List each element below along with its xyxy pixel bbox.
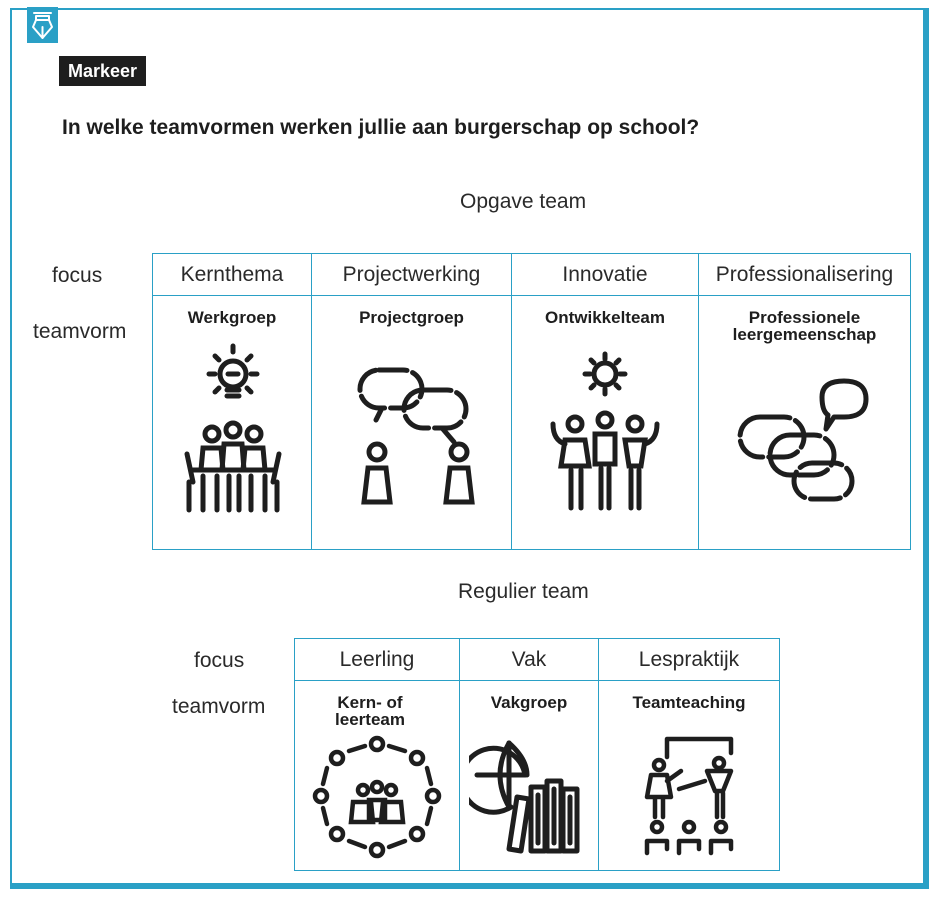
- focus-cell-lespraktijk: Lespraktijk: [598, 638, 780, 681]
- regulier-teamvorm-label: teamvorm: [172, 695, 266, 718]
- speech-bubbles-icon: [737, 378, 868, 502]
- page-frame: [10, 8, 929, 889]
- lightbulb-group-meeting-icon: [184, 343, 282, 513]
- focus-cell-innovatie: Innovatie: [511, 253, 699, 296]
- teamvorm-projectgroep: Projectgroep: [359, 308, 464, 327]
- regulier-team-table: Leerling Vak Lespraktijk Kern- of leerte…: [294, 638, 780, 871]
- teamvorm-cell-ontwikkelteam: Ontwikkelteam: [511, 295, 699, 550]
- globe-books-icon: [469, 740, 580, 854]
- teamvorm-kern-of-leerteam: Kern- of leerteam: [335, 693, 405, 729]
- pen-nib-icon: [32, 12, 53, 39]
- teamvorm-professionele-leergemeenschap: Professionele leergemeenschap: [732, 308, 877, 344]
- pen-badge: [27, 7, 58, 43]
- regulier-focus-label: focus: [194, 649, 245, 672]
- opgave-team-caption: Opgave team: [460, 190, 587, 213]
- presentation-board-icon: [644, 736, 734, 856]
- opgave-teamvorm-label: teamvorm: [33, 320, 127, 343]
- teamvorm-cell-professionele-leergemeenschap: Professionele leergemeenschap: [698, 295, 911, 550]
- teamvorm-cell-teamteaching: Teamteaching: [598, 680, 780, 871]
- teamvorm-cell-vakgroep: Vakgroep: [459, 680, 599, 871]
- question-heading: In welke teamvormen werken jullie aan bu…: [62, 116, 700, 139]
- teamvorm-cell-projectgroep: Projectgroep: [311, 295, 512, 550]
- focus-cell-vak: Vak: [459, 638, 599, 681]
- opgave-team-table: Kernthema Projectwerking Innovatie Profe…: [152, 253, 911, 550]
- teamvorm-werkgroep: Werkgroep: [187, 308, 277, 327]
- focus-cell-projectwerking: Projectwerking: [311, 253, 512, 296]
- regulier-team-caption: Regulier team: [458, 580, 589, 603]
- focus-cell-kernthema: Kernthema: [152, 253, 312, 296]
- teamvorm-cell-kern-of-leerteam: Kern- of leerteam: [294, 680, 460, 871]
- teamvorm-teamteaching: Teamteaching: [632, 693, 746, 712]
- chain-link-people-icon: [357, 367, 475, 505]
- gear-team-icon: [550, 351, 660, 511]
- teamvorm-cell-werkgroep: Werkgroep: [152, 295, 312, 550]
- opgave-focus-label: focus: [52, 264, 103, 287]
- teamvorm-vakgroep: Vakgroep: [490, 693, 568, 712]
- focus-cell-leerling: Leerling: [294, 638, 460, 681]
- markeer-label: Markeer: [59, 56, 147, 86]
- circle-group-icon: [312, 735, 442, 859]
- teamvorm-ontwikkelteam: Ontwikkelteam: [545, 308, 665, 327]
- focus-cell-professionalisering: Professionalisering: [698, 253, 911, 296]
